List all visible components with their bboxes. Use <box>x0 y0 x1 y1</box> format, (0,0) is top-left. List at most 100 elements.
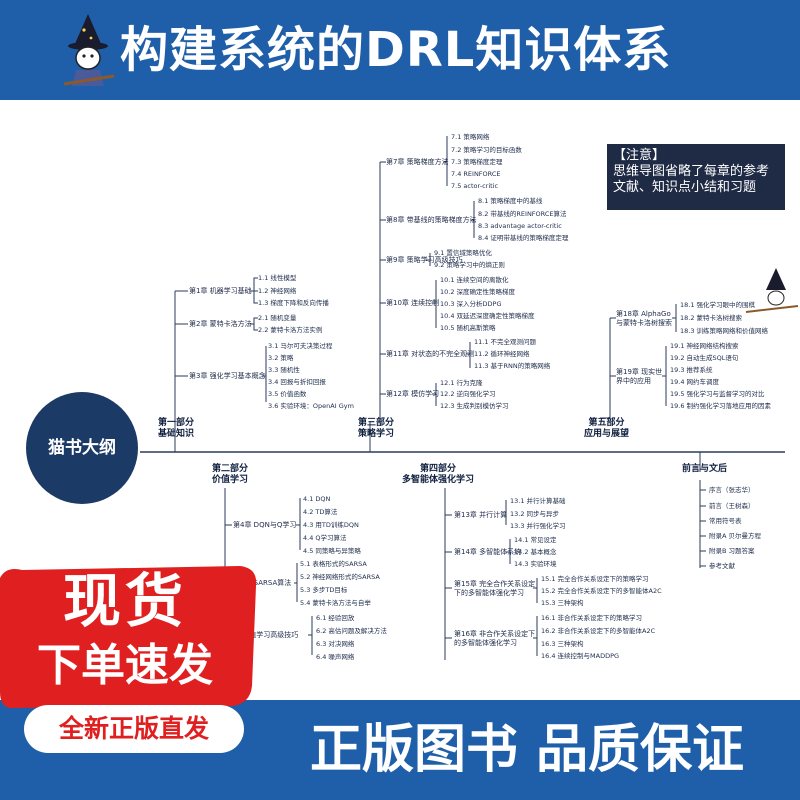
note-header: 【注意】 <box>613 148 666 163</box>
item-9-1: 9.1 置信域策略优化 <box>434 249 492 257</box>
item-4-1: 4.1 DQN <box>303 495 331 503</box>
part-1-title: 第一部分 <box>158 418 195 428</box>
item-8-1: 8.1 策略梯度中的基线 <box>478 197 543 205</box>
part-5-subtitle: 应用与展望 <box>584 429 630 439</box>
item-9-2: 9.2 策略学习中的熵正则 <box>434 261 505 269</box>
item-15-3: 15.3 三种架构 <box>541 599 584 607</box>
item-1-1: 1.1 线性模型 <box>258 274 297 282</box>
item-5-1: 5.1 表格形式的SARSA <box>300 560 367 568</box>
item-5-3: 5.3 多步TD目标 <box>300 586 348 594</box>
item-7-1: 7.1 策略网络 <box>451 133 490 141</box>
part-1-subtitle: 基础知识 <box>158 429 195 439</box>
front-matter-label: 前言与文后 <box>682 464 728 474</box>
item-7-5: 7.5 actor-critic <box>451 182 499 190</box>
front-item-5: 附录B 习题答案 <box>709 547 755 555</box>
item-7-2: 7.2 策略学习的目标函数 <box>451 146 522 154</box>
front-item-2: 前言（王树森） <box>709 502 755 510</box>
part-4-subtitle: 多智能体强化学习 <box>402 475 475 485</box>
wizard-cat-icon <box>63 14 115 86</box>
item-12-2: 12.2 逆向强化学习 <box>440 390 496 398</box>
item-13-1: 13.1 并行计算基础 <box>510 497 566 505</box>
chapter-9-label: 第9章 策略学习高级技巧 <box>386 256 463 264</box>
item-15-1: 15.1 完全合作关系设定下的策略学习 <box>541 575 649 583</box>
item-4-2: 4.2 TD算法 <box>303 508 338 516</box>
part-3-title: 第三部分 <box>358 418 395 428</box>
chapter-13-label: 第13章 并行计算 <box>454 511 508 519</box>
part-3-subtitle: 策略学习 <box>358 429 395 439</box>
item-1-2: 1.2 神经网络 <box>258 287 297 295</box>
item-10-3: 10.3 深入分析DDPG <box>440 300 502 308</box>
item-19-2: 19.2 自动生成SQL语句 <box>670 354 739 362</box>
promo-line-1: 现货 <box>62 567 187 635</box>
promo-stamp <box>0 566 257 708</box>
item-19-1: 19.1 神经网络结构搜索 <box>670 342 739 350</box>
item-1-3: 1.3 梯度下降和反向传播 <box>258 299 329 307</box>
item-6-2: 6.2 高估问题及解决方法 <box>316 627 387 635</box>
item-18-3: 18.3 训练策略网络和价值网络 <box>680 327 769 335</box>
item-3-2: 3.2 策略 <box>268 354 294 362</box>
item-7-4: 7.4 REINFORCE <box>451 170 501 178</box>
item-16-2: 16.2 非合作关系设定下的多智能体A2C <box>541 627 656 635</box>
front-item-3: 常用符号表 <box>709 517 742 525</box>
guarantee-text: 正版图书 品质保证 <box>309 720 745 780</box>
chapter-14-label: 第14章 多智能体系统 <box>454 548 522 556</box>
item-8-2: 8.2 带基线的REINFORCE算法 <box>478 210 567 218</box>
item-10-2: 10.2 深度确定性策略梯度 <box>440 288 516 296</box>
item-11-2: 11.2 循环神经网络 <box>474 350 530 358</box>
part-3-label: 第三部分 策略学习 <box>358 418 394 440</box>
mind-map: 第一部分 基础知识 第二部分 价值学习 第三部分 策略学习 第四部分 多智能体强… <box>0 100 800 700</box>
item-16-3: 16.3 三种架构 <box>541 640 584 648</box>
mind-map-connectors <box>140 136 799 675</box>
front-item-4: 附录A 贝尔曼方程 <box>709 532 762 540</box>
chapter-4-label: 第4章 DQN与Q学习 <box>233 521 297 529</box>
chapter-2-label: 第2章 蒙特卡洛方法 <box>189 320 252 328</box>
item-6-3: 6.3 对决网络 <box>316 640 355 648</box>
part-2-label: 第二部分 价值学习 <box>212 464 248 486</box>
banner-title: 构建系统的DRL知识体系 <box>120 22 672 78</box>
item-7-3: 7.3 策略梯度定理 <box>451 158 503 166</box>
chapter-7-label: 第7章 策略梯度方法 <box>386 158 449 166</box>
promo-line-2: 下单速发 <box>37 640 213 691</box>
item-4-3: 4.3 用TD训练DQN <box>303 521 359 529</box>
chapter-6-label: 章 价值学习高级技巧 <box>233 631 299 639</box>
item-19-6: 19.6 制约强化学习落地应用的因素 <box>670 402 772 410</box>
item-14-3: 14.3 实验环境 <box>514 560 557 568</box>
top-banner <box>0 0 800 100</box>
chapter-12-label: 第12章 模仿学习 <box>386 390 440 398</box>
item-6-1: 6.1 经验回放 <box>316 614 355 622</box>
chapter-16-label: 第16章 非合作关系设定下的多智能体强化学习 <box>454 630 536 647</box>
item-19-4: 19.4 网约车调度 <box>670 378 720 386</box>
item-3-5: 3.5 价值函数 <box>268 390 307 398</box>
part-1-label: 第一部分 基础知识 <box>158 418 194 440</box>
item-2-1: 2.1 随机变量 <box>258 314 297 322</box>
chapter-8-label: 第8章 带基线的策略梯度方法 <box>386 216 477 224</box>
item-5-4: 5.4 蒙特卡洛方法与自举 <box>300 599 371 607</box>
note-box: 【注意】 思维导图省略了每章的参考文献、知识点小结和习题 <box>607 144 785 210</box>
item-16-1: 16.1 非合作关系设定下的策略学习 <box>541 614 643 622</box>
chapter-10-label: 第10章 连续控制 <box>386 299 440 307</box>
item-16-4: 16.4 连续控制与MADDPG <box>541 652 620 660</box>
item-13-2: 13.2 同步与异步 <box>510 510 560 518</box>
witch-doodle-icon <box>745 268 799 313</box>
item-2-2: 2.2 蒙特卡洛方法实例 <box>258 326 323 334</box>
item-15-2: 15.2 完全合作关系设定下的多智能体A2C <box>541 587 662 595</box>
front-item-6: 参考文献 <box>709 562 735 570</box>
chapter-11-label: 第11章 对状态的不完全观测 <box>386 350 475 358</box>
part-2-title: 第二部分 <box>212 464 249 474</box>
part-4-label: 第四部分 多智能体强化学习 <box>402 464 474 486</box>
item-3-1: 3.1 马尔可夫决策过程 <box>268 342 333 350</box>
chapter-18-label: 第18章 AlphaGo与蒙特卡洛树搜索 <box>616 310 672 327</box>
chapter-5-label: 第5章 SARSA算法 <box>233 579 292 587</box>
new-genuine-pill: 全新正版直发 <box>24 705 244 753</box>
item-11-3: 11.3 基于RNN的策略网络 <box>474 362 551 370</box>
item-12-1: 12.1 行为克隆 <box>440 379 483 387</box>
item-10-1: 10.1 连续空间的离散化 <box>440 276 509 284</box>
chapter-19-label: 第19章 现实世界中的应用 <box>616 368 663 385</box>
item-12-3: 12.3 生成判别模仿学习 <box>440 402 509 410</box>
item-14-1: 14.1 常见设定 <box>514 536 557 544</box>
item-3-3: 3.3 随机性 <box>268 366 300 374</box>
part-5-title: 第五部分 <box>588 418 625 428</box>
front-item-1: 序言（张志华） <box>709 486 755 494</box>
item-18-2: 18.2 蒙特卡洛树搜索 <box>680 314 743 322</box>
center-node: 猫书大纲 <box>26 392 138 504</box>
